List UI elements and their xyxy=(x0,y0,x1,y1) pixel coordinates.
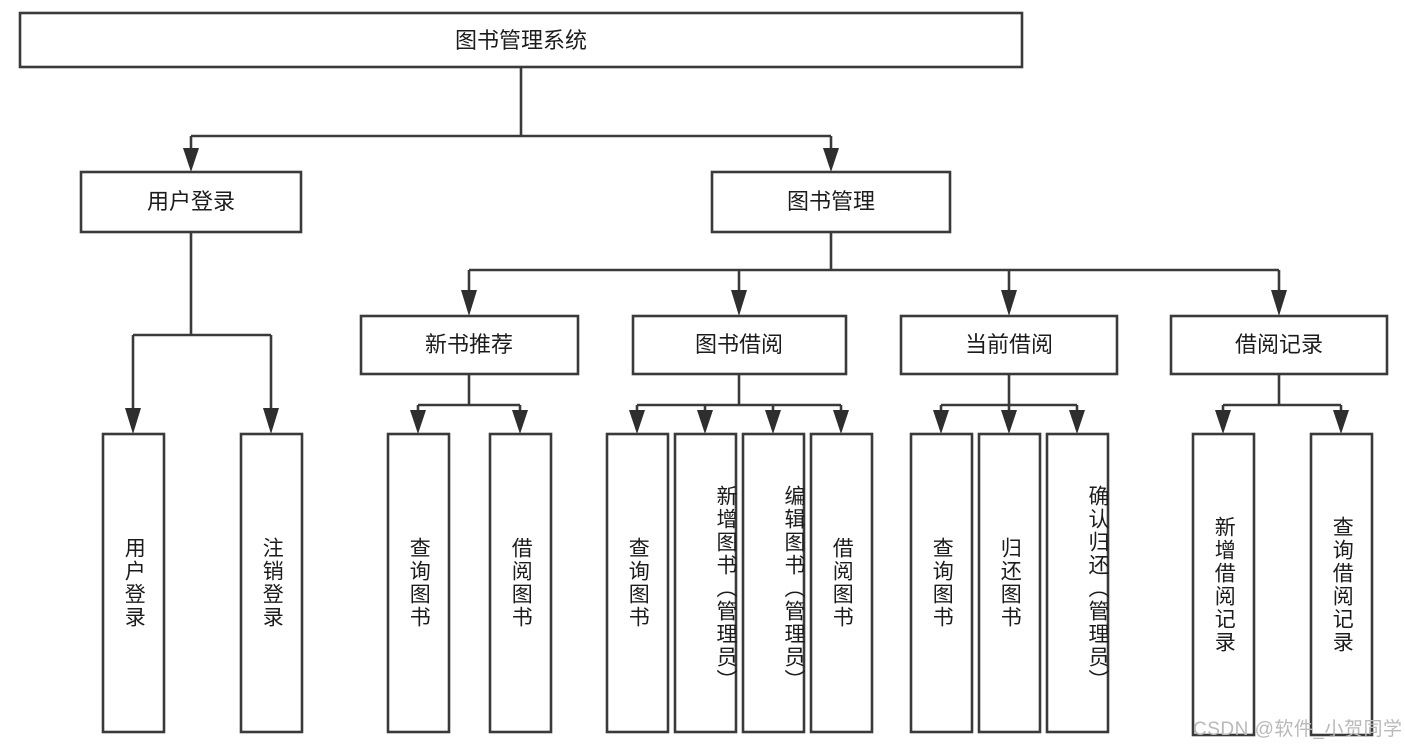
arrowhead-leaf-confirm-return xyxy=(1069,410,1085,434)
node-book-borrow-label: 图书借阅 xyxy=(695,332,783,357)
node-leaf-add-record[interactable] xyxy=(1191,432,1256,737)
arrowhead-user-login xyxy=(183,148,199,172)
node-user-login[interactable] xyxy=(79,170,303,234)
node-leaf-user-login[interactable] xyxy=(101,432,166,734)
node-book-manage-label: 图书管理 xyxy=(787,189,875,214)
node-leaf-edit-book-admin[interactable] xyxy=(741,432,806,734)
arrowhead-borrow-record xyxy=(1271,290,1287,316)
arrowhead-leaf-query-book-2 xyxy=(629,410,645,434)
arrowhead-leaf-return-book xyxy=(1001,410,1017,434)
arrowhead-leaf-query-book-1 xyxy=(410,410,426,434)
node-borrow-record-label: 借阅记录 xyxy=(1235,332,1323,357)
node-leaf-query-book-3[interactable] xyxy=(909,432,974,734)
node-new-book-rec[interactable] xyxy=(359,314,580,376)
arrowhead-leaf-query-book-3 xyxy=(933,410,949,434)
arrowhead-leaf-edit-book-admin xyxy=(765,410,781,434)
connector-layer xyxy=(125,67,1349,434)
node-layer: 图书管理系统 用户登录 图书管理 新书推荐 图书借阅 当前借阅 借阅记录 xyxy=(18,11,1389,737)
node-leaf-confirm-return-admin[interactable] xyxy=(1045,432,1110,734)
arrowhead-current-borrow xyxy=(1001,290,1017,316)
node-borrow-record[interactable] xyxy=(1169,314,1389,376)
arrowhead-book-borrow xyxy=(731,290,747,316)
node-leaf-add-book-admin[interactable] xyxy=(673,432,738,734)
arrowhead-leaf-query-record xyxy=(1333,410,1349,434)
arrowhead-leaf-borrow-book-1 xyxy=(512,410,528,434)
node-book-borrow[interactable] xyxy=(631,314,848,376)
arrowhead-leaf-add-book-admin xyxy=(697,410,713,434)
node-new-book-rec-label: 新书推荐 xyxy=(425,332,513,357)
arrowhead-leaf-logout xyxy=(263,408,279,434)
arrowhead-leaf-user-login xyxy=(125,408,141,434)
node-current-borrow-label: 当前借阅 xyxy=(965,332,1053,357)
node-leaf-query-book-1[interactable] xyxy=(386,432,451,734)
node-leaf-borrow-book-1[interactable] xyxy=(488,432,553,734)
arrowhead-new-book-rec xyxy=(461,290,477,316)
arrowhead-book-manage xyxy=(823,148,839,172)
arrowhead-leaf-add-record xyxy=(1215,410,1231,434)
arrowhead-leaf-borrow-book-2 xyxy=(833,410,849,434)
node-root-label: 图书管理系统 xyxy=(455,28,587,53)
csdn-watermark: CSDN @软件_小贺同学 xyxy=(1193,719,1403,740)
node-leaf-query-book-2[interactable] xyxy=(605,432,670,734)
node-leaf-query-record[interactable] xyxy=(1309,432,1374,737)
node-book-manage[interactable] xyxy=(710,170,952,234)
node-leaf-return-book[interactable] xyxy=(977,432,1042,734)
node-root[interactable] xyxy=(18,11,1024,69)
node-leaf-logout[interactable] xyxy=(239,432,304,734)
node-user-login-label: 用户登录 xyxy=(147,189,235,214)
node-current-borrow[interactable] xyxy=(899,314,1119,376)
node-leaf-borrow-book-2[interactable] xyxy=(809,432,874,734)
